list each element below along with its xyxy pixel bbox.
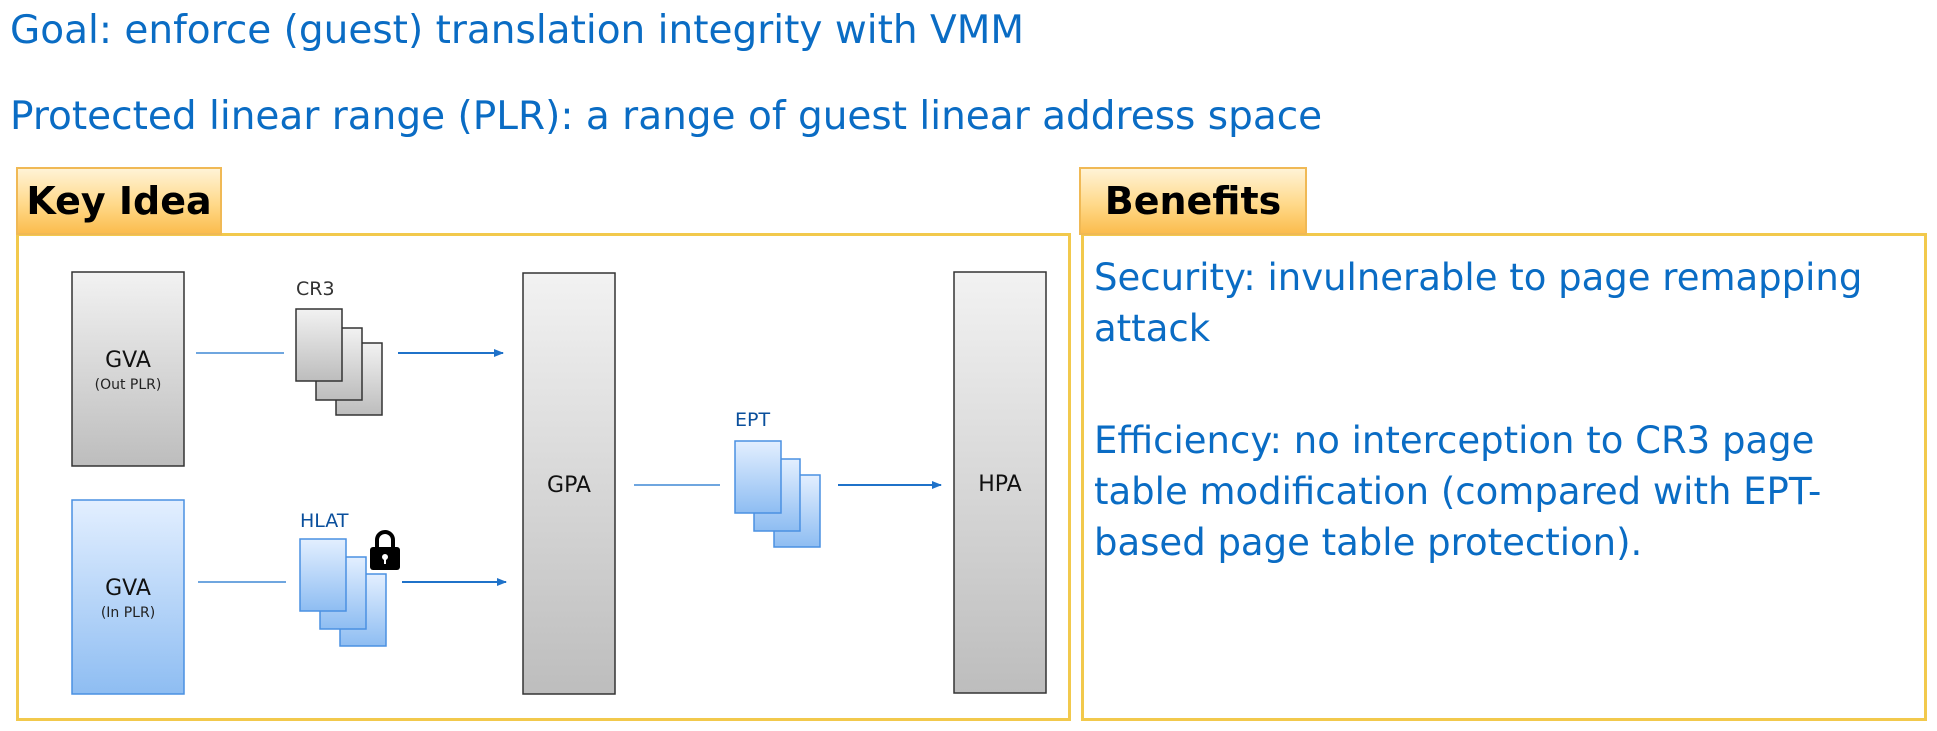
gva-in-sublabel: (In PLR) — [101, 605, 155, 621]
ept-page-stack — [734, 440, 821, 548]
benefit-security-text: Security: invulnerable to page remapping… — [1094, 256, 1863, 350]
gva-out-sublabel: (Out PLR) — [95, 377, 162, 393]
benefits-tab: Benefits — [1079, 167, 1307, 235]
hpa-block: HPA — [953, 271, 1047, 694]
key-idea-tab: Key Idea — [16, 167, 222, 235]
hlat-page-stack — [299, 538, 387, 647]
hlat-label: HLAT — [300, 510, 349, 532]
plr-definition-text: Protected linear range (PLR): a range of… — [10, 94, 1323, 139]
cr3-page-stack — [295, 308, 383, 416]
benefits-panel — [1081, 233, 1927, 721]
hpa-label: HPA — [978, 472, 1021, 497]
gva-in-label: GVA — [105, 576, 151, 601]
lock-icon — [370, 530, 400, 570]
gpa-label: GPA — [547, 473, 591, 498]
gva-out-label: GVA — [105, 348, 151, 373]
gva-out-plr-block: GVA (Out PLR) — [71, 271, 185, 467]
gva-in-plr-block: GVA (In PLR) — [71, 499, 185, 695]
cr3-label: CR3 — [296, 278, 335, 300]
ept-label: EPT — [735, 409, 770, 431]
benefit-efficiency-text: Efficiency: no interception to CR3 page … — [1094, 419, 1822, 564]
goal-text: Goal: enforce (guest) translation integr… — [10, 8, 1025, 53]
gpa-block: GPA — [522, 272, 616, 695]
